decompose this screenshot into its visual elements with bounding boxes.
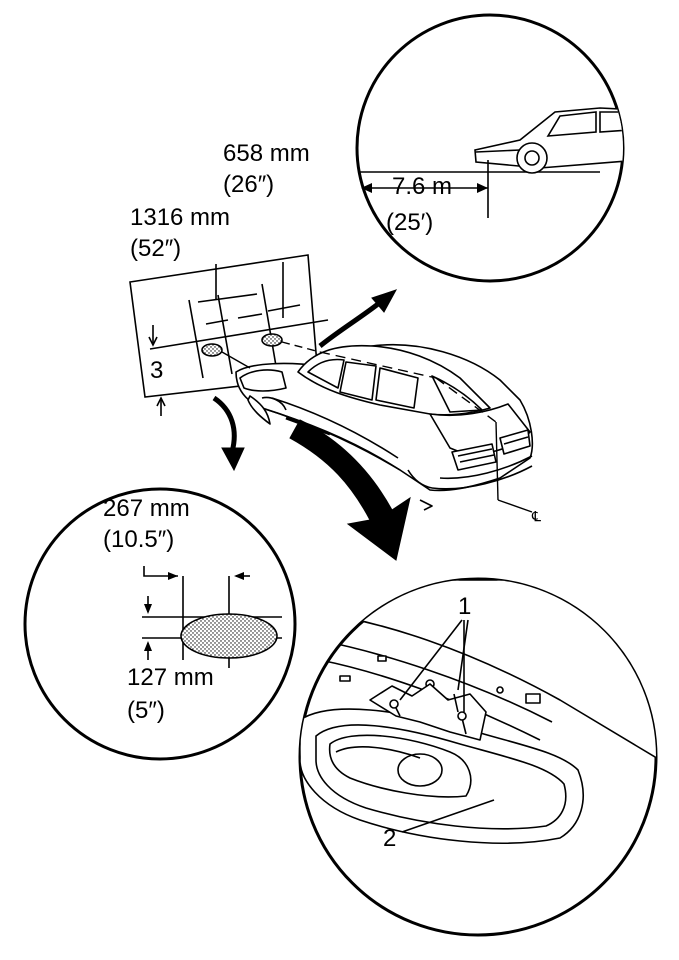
aiming-screen [129, 254, 329, 416]
pointer-arrows [212, 289, 411, 561]
width-mm-label: 1316 mm [130, 204, 231, 231]
adjusters-callout-label: 1 [458, 593, 472, 620]
projection-lines [221, 341, 533, 513]
distance-detail-circle [355, 13, 625, 283]
spot-size-detail-circle [23, 487, 297, 761]
centerline-symbol: ℄ [532, 508, 541, 524]
spot-width-mm-label: 267 mm [103, 495, 190, 522]
top-distance-mm-label: 658 mm [223, 140, 310, 167]
top-distance-in-label: (26″) [223, 171, 275, 198]
spot-width-in-label: (10.5″) [103, 526, 175, 553]
lamp-callout-label: 2 [383, 825, 397, 852]
width-in-label: (52″) [130, 235, 182, 262]
screen-callout-label: 3 [150, 357, 164, 384]
aim-distance-m-label: 7.6 m [392, 173, 453, 200]
adjuster-detail-circle [298, 577, 658, 937]
spot-height-in-label: (5″) [127, 697, 165, 724]
vehicle-illustration [235, 343, 534, 511]
spot-height-mm-label: 127 mm [127, 664, 214, 691]
beam-spot [180, 613, 278, 659]
aim-distance-ft-label: (25′) [386, 209, 434, 236]
